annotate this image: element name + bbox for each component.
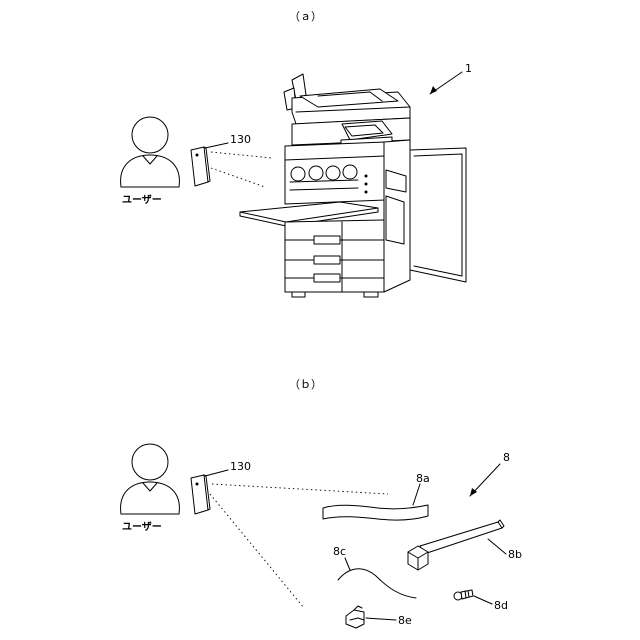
user-label-b: ユーザー (122, 521, 162, 533)
part-ref-8a: 8a (416, 472, 430, 485)
part-ref-8d: 8d (494, 599, 508, 612)
mobile-terminal-a (191, 147, 210, 186)
panel-b-label: （ｂ） (289, 378, 322, 391)
part-8c-cable (338, 569, 416, 598)
comm-line-a1 (211, 152, 272, 158)
terminal-ref-b: 130 (230, 460, 251, 473)
terminal-ref-a: 130 (230, 133, 251, 146)
part-ref-8e: 8e (398, 614, 412, 627)
leader-8e (366, 618, 396, 620)
user-figure-a (121, 117, 180, 187)
mobile-terminal-b (191, 475, 210, 514)
leader-8a (413, 484, 420, 505)
leader-8d (474, 596, 492, 604)
comm-line-b2 (210, 494, 304, 608)
leader-130-a (205, 143, 228, 148)
part-ref-8b: 8b (508, 548, 522, 561)
multifunction-printer (240, 74, 466, 297)
leader-8c (345, 558, 350, 570)
leader-1-arrowhead (430, 86, 437, 94)
part-8a-strip (323, 505, 428, 520)
part-8d-screw (454, 590, 473, 600)
leader-130-b (205, 470, 228, 476)
user-figure-b (121, 444, 180, 514)
parts-ref: 8 (503, 451, 510, 464)
device-ref: 1 (465, 62, 472, 75)
comm-line-b1 (212, 484, 388, 494)
panel-a-label: （ａ） (289, 10, 322, 23)
leader-8b (488, 539, 506, 554)
part-8b-bar (408, 520, 504, 570)
part-8e-clip (346, 606, 364, 628)
user-label-a: ユーザー (122, 194, 162, 206)
part-ref-8c: 8c (333, 545, 346, 558)
comm-line-a2 (211, 168, 265, 187)
